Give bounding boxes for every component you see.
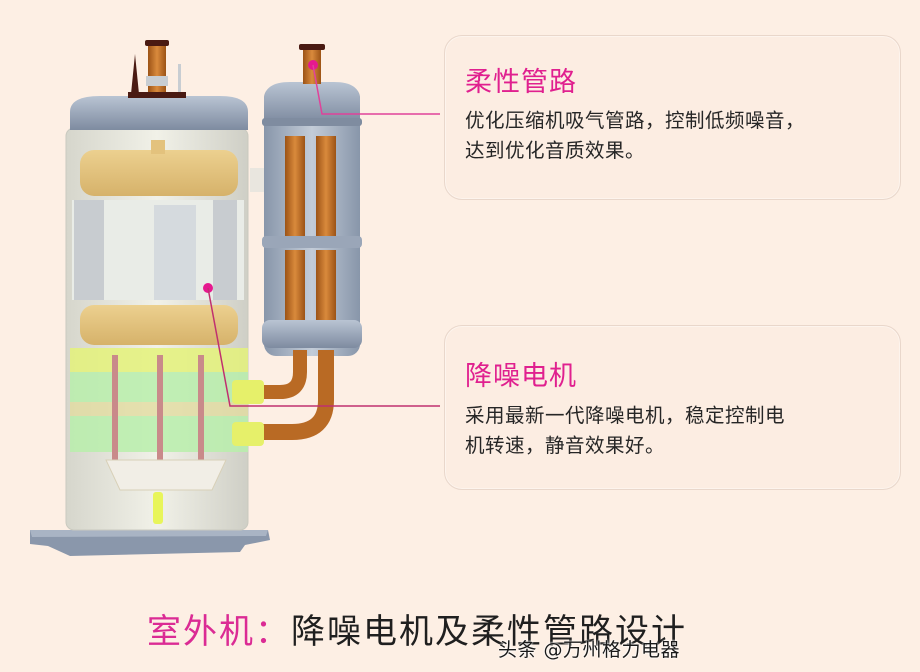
- callout-flexible-pipe: 柔性管路 优化压缩机吸气管路，控制低频噪音， 达到优化音质效果。: [444, 35, 901, 200]
- callout-body-line: 采用最新一代降噪电机，稳定控制电: [465, 404, 786, 427]
- callout-noise-motor: 降噪电机 采用最新一代降噪电机，稳定控制电 机转速，静音效果好。: [444, 325, 901, 490]
- pipe-leader-line: [312, 64, 440, 115]
- callout-body-line: 机转速，静音效果好。: [465, 434, 666, 457]
- callout-title: 柔性管路: [465, 67, 577, 98]
- callout-body: 采用最新一代降噪电机，稳定控制电 机转速，静音效果好。: [465, 401, 886, 461]
- motor-leader-line: [207, 287, 440, 407]
- page-title: 室外机：降噪电机及柔性管路设计: [147, 604, 687, 653]
- title-main: 降噪电机及柔性管路设计: [291, 612, 687, 652]
- suction-pipes: [232, 350, 334, 446]
- callout-body: 优化压缩机吸气管路，控制低频噪音， 达到优化音质效果。: [465, 106, 886, 166]
- compressor-top-pipe: [128, 40, 186, 98]
- callout-body-line: 优化压缩机吸气管路，控制低频噪音，: [465, 109, 806, 132]
- title-accent: 室外机：: [147, 612, 291, 652]
- watermark: 头条 @万州格力电器: [498, 639, 681, 661]
- compressor-shell: [65, 96, 249, 531]
- compressor-base: [30, 530, 270, 556]
- compressor-diagram: [30, 40, 440, 556]
- accumulator: [262, 44, 362, 356]
- bracket: [250, 168, 264, 192]
- callout-title: 降噪电机: [465, 361, 577, 392]
- callout-body-line: 达到优化音质效果。: [465, 139, 646, 162]
